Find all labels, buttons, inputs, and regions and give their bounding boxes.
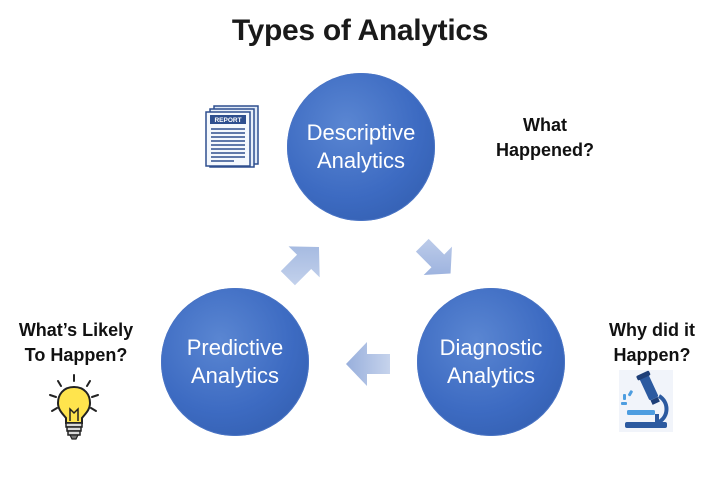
question-line2: Happened? (495, 140, 594, 160)
node-label-line1: Descriptive (306, 120, 416, 145)
question-line2: Happen? (613, 345, 691, 365)
arrow-predictive-to-descriptive (280, 246, 320, 286)
node-label-line1: Predictive (186, 335, 284, 360)
predictive-question: What’s Likely To Happen? (6, 318, 146, 368)
diagnostic-question: Why did it Happen? (588, 318, 716, 368)
descriptive-analytics-node: Descriptive Analytics (287, 73, 435, 221)
node-label-line2: Analytics (446, 363, 536, 388)
page-title: Types of Analytics (231, 14, 489, 47)
descriptive-question: What Happened? (480, 113, 610, 163)
arrow-diagnostic-to-predictive (346, 342, 390, 386)
report-label: REPORT (214, 117, 241, 124)
lightbulb-icon (49, 374, 99, 440)
question-line1: What’s Likely (18, 320, 134, 340)
question-line1: What (523, 115, 567, 135)
question-line1: Why did it (609, 320, 695, 340)
node-label-line1: Diagnostic (439, 335, 543, 360)
question-line2: To Happen? (24, 345, 128, 365)
node-label-line2: Analytics (316, 148, 406, 173)
node-label-line2: Analytics (190, 363, 280, 388)
report-document-icon: REPORT (205, 105, 259, 168)
predictive-analytics-node: Predictive Analytics (161, 288, 309, 436)
diagnostic-analytics-node: Diagnostic Analytics (417, 288, 565, 436)
arrow-descriptive-to-diagnostic (415, 238, 452, 275)
microscope-icon (619, 370, 673, 432)
